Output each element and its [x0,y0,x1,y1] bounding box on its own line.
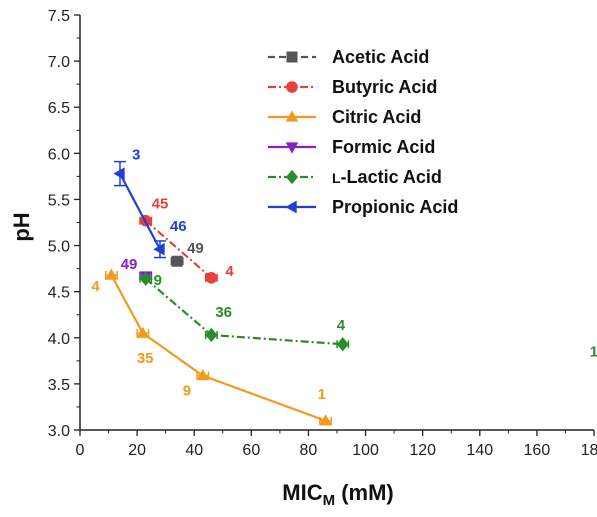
series-line [110,274,326,422]
data-point [336,337,349,352]
series-propionic-acid [113,160,166,259]
data-point-label: 35 [137,350,154,367]
legend-marker [285,169,299,185]
data-point-label: 1 [590,344,597,361]
data-point [139,271,152,286]
data-point [205,327,218,343]
x-tick-label: 0 [76,442,85,459]
data-point-label: 4 [337,317,346,334]
data-point-label: 45 [152,196,169,213]
axes-layer: 0 20 40 60 80 100 120 140 160 180 3.0 3.5 4.0 4.5 5.0 5… [48,8,597,459]
y-tick-label: 7.0 [48,54,70,71]
legend-marker [286,51,298,63]
data-point-label: 49 [187,240,204,257]
y-tick-label: 6.5 [48,100,70,117]
series-line [119,173,161,250]
data-point-label: 46 [170,218,187,235]
x-axis-title-unit: (mM) [335,480,394,505]
data-point-label: 36 [215,304,232,321]
legend-label: Acetic Acid [332,47,429,67]
y-tick-label: 3.5 [48,377,70,394]
legend-label: Propionic Acid [332,197,458,217]
data-point [105,268,118,280]
x-tick-label: 80 [300,442,318,459]
data-point [205,272,218,284]
y-tick-label: 4.0 [48,331,70,348]
data-point [319,414,332,426]
x-tick-label: 20 [128,442,146,459]
y-tick-label: 5.5 [48,192,70,209]
data-point [153,242,165,256]
data-point-label: 1 [318,386,326,403]
legend-item: Formic Acid [268,137,435,157]
x-tick-label: 60 [242,442,260,459]
legend-marker [286,81,298,93]
data-point-label: 3 [132,147,140,164]
data-point-label: 9 [154,272,162,289]
legend-marker [285,110,299,122]
legend-label-smallcaps: L [332,170,341,186]
legend-label: Formic Acid [332,137,435,157]
y-tick-label: 7.5 [48,8,70,25]
y-axis-title: pH [9,212,34,241]
legend-label: Butyric Acid [332,77,437,97]
point-labels-layer: 49 45 4 4 35 9 1 49 9 36 4 1 3 46 [91,147,597,403]
series-citric-acid [104,268,333,426]
data-point-label: 4 [225,263,234,280]
legend-item: Butyric Acid [268,77,437,97]
data-point [136,326,150,338]
x-axis-title-main: MIC [282,480,322,505]
data-point-label: 4 [91,278,100,295]
x-tick-label: 180 [581,442,597,459]
x-tick-label: 140 [466,442,493,459]
y-tick-label: 4.5 [48,285,70,302]
legend-label-rest: -Lactic Acid [341,167,442,187]
x-tick-label: 40 [185,442,203,459]
series-line [144,219,213,279]
legend-item: Acetic Acid [268,47,429,67]
legend-label: Citric Acid [332,107,421,127]
y-tick-label: 5.0 [48,239,70,256]
legend-marker [285,200,297,214]
legend-label: L-Lactic Acid [332,167,442,187]
legend-item: Propionic Acid [268,197,458,217]
x-tick-label: 120 [409,442,436,459]
series-layer [104,160,350,426]
data-point [196,368,210,381]
series-l-lactic-acid [139,271,350,352]
x-axis-title: MICM (mM) [282,480,393,509]
legend-marker [285,142,299,154]
legend-item: L-Lactic Acid [268,167,442,187]
x-tick-label: 160 [524,442,551,459]
data-point-label: 9 [183,383,191,400]
y-tick-label: 3.0 [48,423,70,440]
data-point [113,167,125,180]
y-tick-label: 6.0 [48,146,70,163]
x-axis-title-subscript: M [323,492,336,509]
series-acetic-acid [170,255,184,267]
data-point [171,255,183,267]
series-line [144,277,343,346]
x-tick-label: 100 [352,442,379,459]
legend-item: Citric Acid [268,107,421,127]
data-point-label: 49 [121,256,138,273]
